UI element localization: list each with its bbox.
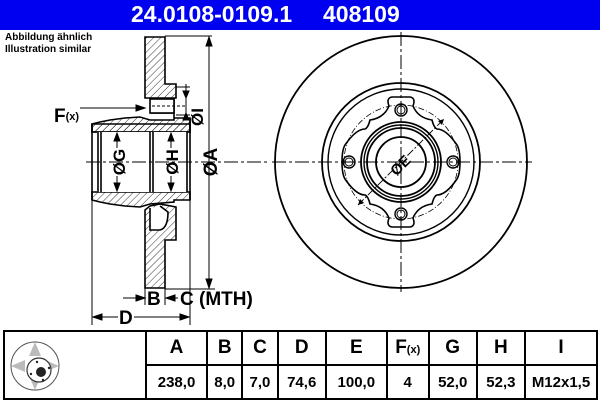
label-G: ØG [110, 149, 129, 175]
label-D: D [119, 308, 133, 328]
header-E: E [324, 330, 388, 366]
value-I: M12x1,5 [524, 364, 598, 400]
header-G: G [427, 330, 478, 366]
front-view [272, 32, 532, 292]
value-C: 7,0 [241, 364, 279, 400]
value-F: 4 [385, 364, 430, 400]
spec-value-row: 238,0 8,0 7,0 74,6 100,0 4 52,0 52,3 M12… [4, 364, 598, 400]
article-number: 408109 [323, 1, 400, 27]
label-B: B [147, 289, 161, 310]
label-C: C (MTH) [180, 289, 253, 310]
header-A: A [144, 330, 209, 366]
header-D: D [276, 330, 327, 366]
value-A: 238,0 [144, 364, 209, 400]
spec-header-row: A B C D E F(x) G H I [3, 330, 598, 400]
label-H: ØH [163, 149, 182, 175]
label-E: ØE [387, 152, 414, 179]
note-german: Abbildung ähnlich [5, 32, 93, 43]
illustration-note: Abbildung ähnlich Illustration similar [5, 32, 92, 56]
technical-drawing: F(x) ØI ØG ØH ØA B C (MTH) D [0, 30, 600, 328]
value-D: 74,6 [276, 364, 327, 400]
value-H: 52,3 [475, 364, 527, 400]
spec-table: A B C D E F(x) G H I 238,0 8,0 7,0 74,6 … [3, 330, 598, 400]
header-B: B [206, 330, 244, 366]
header-I: I [524, 330, 598, 366]
header-C: C [241, 330, 279, 366]
header-H: H [475, 330, 527, 366]
label-F: F(x) [54, 106, 79, 127]
value-B: 8,0 [206, 364, 244, 400]
note-english: Illustration similar [5, 44, 92, 55]
header-F: F(x) [385, 330, 430, 366]
title-bar: 24.0108-0109.1 408109 [0, 0, 600, 30]
label-A: ØA [201, 147, 222, 176]
value-G: 52,0 [427, 364, 478, 400]
part-number: 24.0108-0109.1 [131, 1, 293, 27]
label-I: ØI [188, 108, 207, 126]
brake-disc-thumbnail-icon [3, 330, 147, 400]
value-E: 100,0 [324, 364, 388, 400]
